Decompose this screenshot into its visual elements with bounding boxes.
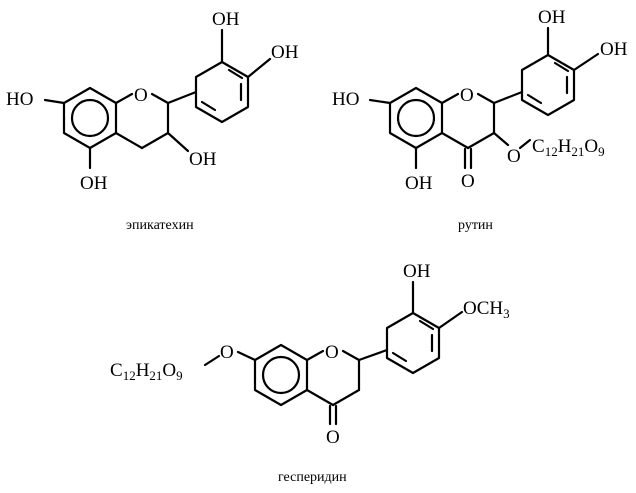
rutin-ring-o: O (460, 85, 474, 106)
hesperidin-ether-o: O (220, 342, 234, 363)
hesperidin-ring-o: O (325, 342, 339, 363)
rutin-carbonyl-o: O (461, 171, 475, 192)
rutin-oh-bottom: OH (405, 173, 433, 194)
rutin-sugar-formula: C12H21O9 (532, 136, 605, 159)
rutin-ring-a-aromatic (396, 98, 436, 138)
hesperidin-sugar-formula: C12H21O9 (110, 360, 183, 383)
epicatechin-caption: эпикатехин (126, 218, 194, 233)
molecule-epicatechin: OH OH HO O OH OH эпикатехин (6, 9, 299, 233)
hesperidin-ring-a-aromatic (261, 355, 301, 395)
rutin-ether-o: O (507, 146, 521, 167)
epicatechin-oh-bottom: OH (80, 173, 108, 194)
hesperidin-oh-top: OH (403, 261, 431, 282)
hesperidin-methoxy: OCH3 (463, 298, 510, 321)
hesperidin-carbonyl-o: O (326, 427, 340, 448)
rutin-ho-left: HO (332, 89, 359, 110)
epicatechin-oh-top-left: OH (212, 9, 240, 30)
epicatechin-ring-a-aromatic (70, 98, 110, 138)
rutin-caption: рутин (458, 218, 493, 233)
epicatechin-oh-top-right: OH (271, 42, 299, 63)
epicatechin-ho-left: HO (6, 89, 33, 110)
molecule-rutin: OH OH HO O O C12H21O9 OH O рутин (332, 7, 628, 233)
rutin-oh-top-right: OH (600, 39, 628, 60)
epicatechin-ring-o: O (134, 85, 148, 106)
rutin-oh-top-left: OH (538, 7, 566, 28)
epicatechin-oh-c3: OH (189, 149, 217, 170)
molecule-hesperidin: OH OCH3 O O C12H21O9 O гесперидин (110, 261, 510, 485)
hesperidin-caption: гесперидин (278, 470, 347, 485)
